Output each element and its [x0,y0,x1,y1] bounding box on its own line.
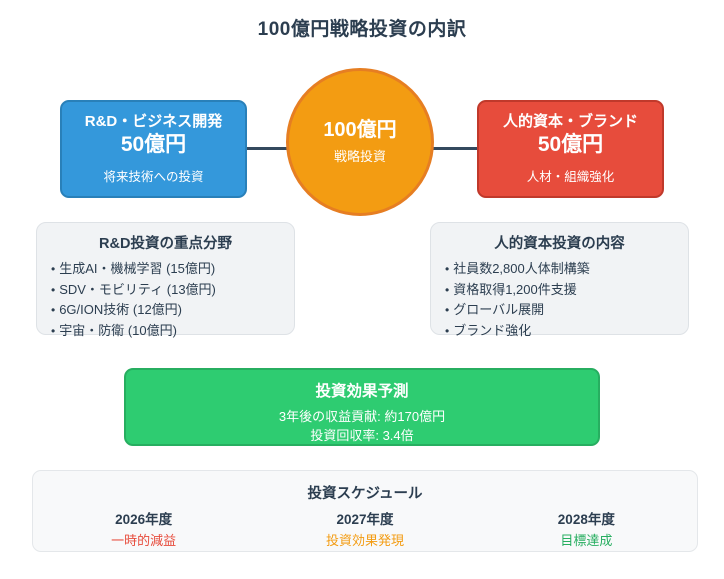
connector-line-right [433,147,478,150]
milestone-label: 一時的減益 [111,533,177,548]
rd-detail-title: R&D投資の重点分野 [99,236,232,252]
hc-node-title: 人的資本・ブランド [502,113,638,130]
effect-forecast-box: 投資効果予測 3年後の収益貢献: 約170億円 投資回収率: 3.4倍 [124,368,600,446]
rd-detail-item-text: SDV・モビリティ (13億円) [59,281,216,297]
list-item: • ブランド強化 [445,321,674,342]
bullet-icon: • [445,282,450,297]
hc-detail-item-text: 資格取得1,200件支援 [453,281,577,297]
total-amount: 100億円 [323,119,397,141]
bullet-icon: • [51,303,56,317]
effect-line-1: 3年後の収益貢献: 約170億円 [278,409,446,424]
hc-detail-title: 人的資本投資の内容 [494,236,625,252]
list-item: • グローバル展開 [445,300,674,321]
hc-detail-item-text: 社員数2,800人体制構築 [453,261,590,276]
list-item: • 宇宙・防衛 (10億円) [51,321,280,342]
hc-node-subtitle: 人材・組織強化 [526,170,615,184]
total-label: 戦略投資 [333,149,386,164]
milestone-2028: 2028年度 目標達成 [476,511,697,549]
list-item: • 6G/ION技術 (12億円) [51,300,280,321]
list-item: • SDV・モビリティ (13億円) [51,280,280,301]
milestone-year: 2028年度 [557,512,615,527]
list-item: • 社員数2,800人体制構築 [445,259,674,280]
total-investment-circle: 100億円 戦略投資 [286,68,434,216]
bullet-icon: • [445,323,450,338]
rd-detail-item-text: 宇宙・防衛 (10億円) [59,322,177,338]
milestone-label: 目標達成 [560,533,613,548]
rd-detail-item-text: 6G/ION技術 (12億円) [59,302,182,317]
effect-line-2: 投資回収率: 3.4倍 [310,428,414,443]
hc-detail-panel: 人的資本投資の内容 • 社員数2,800人体制構築 • 資格取得1,200件支援… [430,222,689,338]
rd-detail-panel: R&D投資の重点分野 • 生成AI・機械学習 (15億円) • SDV・モビリテ… [36,222,295,338]
schedule-title: 投資スケジュール [307,486,423,502]
milestone-row: 2026年度 一時的減益 2027年度 投資効果発現 2028年度 目標達成 [33,511,697,549]
rd-node-subtitle: 将来技術への投資 [103,170,204,184]
list-item: • 資格取得1,200件支援 [445,280,674,301]
milestone-2027: 2027年度 投資効果発現 [254,511,475,549]
milestone-year: 2027年度 [336,512,394,527]
milestone-year: 2026年度 [115,512,173,527]
rd-detail-item-text: 生成AI・機械学習 (15億円) [59,261,216,276]
schedule-box: 投資スケジュール 2026年度 一時的減益 2027年度 投資効果発現 2028… [32,470,698,552]
rd-node-amount: 50億円 [120,133,187,156]
bullet-icon: • [445,262,450,276]
milestone-label: 投資効果発現 [325,533,404,548]
bullet-icon: • [51,323,56,338]
hc-detail-item-text: ブランド強化 [453,322,532,338]
bullet-icon: • [51,262,56,276]
rd-node-title: R&D・ビジネス開発 [84,113,223,130]
page-title: 100億円戦略投資の内訳 [257,19,467,40]
hc-node-amount: 50億円 [537,133,604,156]
effect-title: 投資効果予測 [315,383,409,400]
bullet-icon: • [51,282,56,297]
milestone-2026: 2026年度 一時的減益 [33,511,254,549]
human-capital-node: 人的資本・ブランド 50億円 人材・組織強化 [477,100,664,198]
rd-investment-node: R&D・ビジネス開発 50億円 将来技術への投資 [60,100,247,198]
bullet-icon: • [445,303,450,317]
list-item: • 生成AI・機械学習 (15億円) [51,259,280,280]
connector-line-left [246,147,288,150]
hc-detail-item-text: グローバル展開 [453,302,545,317]
